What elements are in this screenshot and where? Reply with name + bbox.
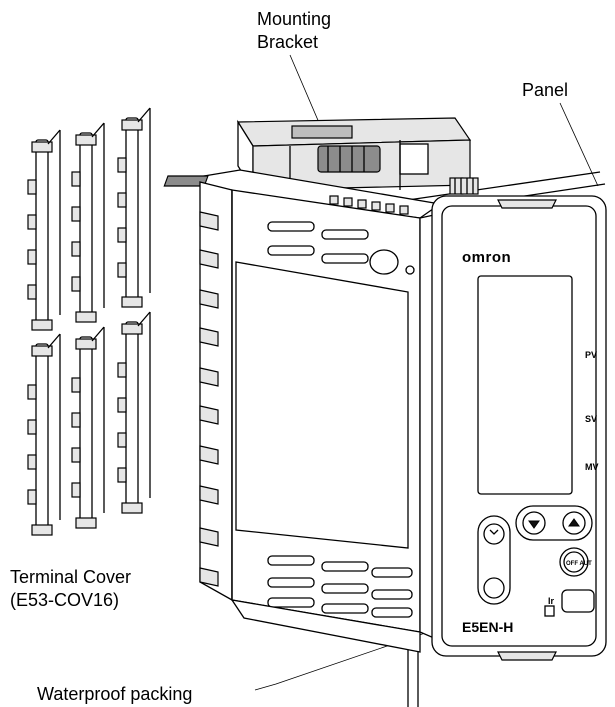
model-label: E5EN-H [462, 619, 513, 635]
panel-leader [559, 102, 599, 187]
level-icon [483, 523, 505, 545]
mv-indicator: MV [585, 462, 599, 472]
terminal-cover-strip [71, 326, 105, 529]
terminal-cover-strip [117, 107, 151, 308]
terminal-cover-label-line1: Terminal Cover [10, 567, 131, 587]
rear-terminal-clips [199, 211, 219, 587]
terminal-cover-strip [117, 311, 151, 514]
panel-label: Panel [522, 80, 568, 100]
mounting-bracket-label-line1: Mounting [257, 9, 331, 29]
terminal-cover-strip [71, 122, 105, 323]
terminal-cover-strip [27, 129, 61, 331]
top-terminal-row [163, 175, 409, 215]
up-arrow-icon [562, 511, 586, 535]
front-panel: omron PV SV MV OFF AUT Ir [431, 195, 607, 661]
ir-label: Ir [548, 596, 555, 606]
controller-housing [163, 169, 442, 653]
pv-indicator: PV [585, 350, 597, 360]
terminal-covers [27, 107, 151, 536]
off-aut-label: OFF AUT [566, 561, 592, 567]
display-window [477, 275, 573, 495]
mode-button[interactable] [483, 577, 505, 599]
waterproof-packing-leader [254, 631, 429, 691]
terminal-cover-label-line2: (E53-COV16) [10, 590, 119, 610]
sv-indicator: SV [585, 414, 597, 424]
down-arrow-icon [522, 511, 546, 535]
pf-key[interactable] [561, 589, 595, 613]
terminal-cover-strip [27, 333, 61, 536]
brand-logo: omron [462, 249, 511, 266]
ir-port [544, 605, 555, 617]
mounting-bracket-label-line2: Bracket [257, 32, 318, 52]
waterproof-packing-label: Waterproof packing [37, 684, 192, 704]
auto-manual-button[interactable] [559, 547, 589, 577]
